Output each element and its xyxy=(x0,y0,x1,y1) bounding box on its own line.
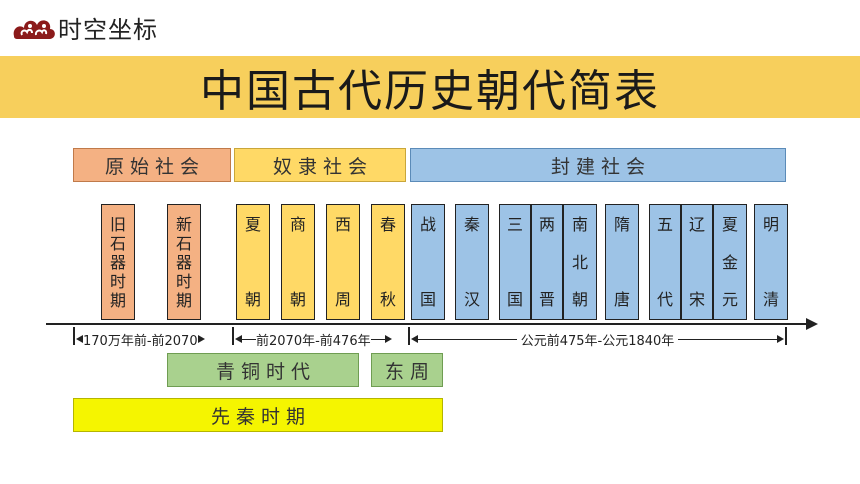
era-feudal-society: 封 建 社 会 xyxy=(410,148,786,182)
period-char: 南 xyxy=(571,215,588,234)
arrow-left-icon xyxy=(76,335,83,343)
period-neolithic: 新 石 器 时 期 xyxy=(167,204,201,320)
timeline-tick xyxy=(785,327,787,345)
range-label: 前2070年-前476年 xyxy=(256,333,371,349)
period-char: 晋 xyxy=(538,290,555,309)
period-char: 三 xyxy=(506,215,523,234)
period-xia: 夏 朝 xyxy=(236,204,270,320)
arrow-left-icon xyxy=(235,335,242,343)
period-liao-song: 辽 宋 xyxy=(681,204,713,320)
arrow-right-icon xyxy=(197,335,205,343)
range-line xyxy=(370,338,385,340)
period-char: 石 xyxy=(175,233,192,253)
period-char: 时 xyxy=(175,271,192,291)
timeline-arrow-icon xyxy=(806,318,818,330)
period-char: 国 xyxy=(419,290,436,309)
arrow-left-icon xyxy=(411,335,418,343)
period-char: 夏 xyxy=(244,215,261,234)
period-char: 期 xyxy=(109,290,126,310)
timeline-axis xyxy=(46,323,808,325)
period-char: 商 xyxy=(289,215,306,234)
title-banner: 中国古代历史朝代简表 xyxy=(0,56,860,118)
period-char: 石 xyxy=(109,233,126,253)
period-char: 国 xyxy=(506,290,523,309)
period-northern-southern: 南 北 朝 xyxy=(563,204,597,320)
era-primitive-society: 原 始 社 会 xyxy=(73,148,231,182)
period-paleolithic: 旧 石 器 时 期 xyxy=(101,204,135,320)
period-char: 朝 xyxy=(571,290,588,309)
range-line xyxy=(418,338,517,340)
period-char: 代 xyxy=(656,290,673,309)
pre-qin-bar: 先 秦 时 期 xyxy=(73,398,443,432)
cloud-scroll-icon xyxy=(10,8,58,48)
period-char: 旧 xyxy=(109,214,126,234)
period-char: 汉 xyxy=(463,290,480,309)
eastern-zhou-bar: 东 周 xyxy=(371,353,443,387)
range-feudal: 公元前475年-公元1840年 xyxy=(411,329,784,349)
period-sui-tang: 隋 唐 xyxy=(605,204,639,320)
page-title: 中国古代历史朝代简表 xyxy=(200,66,660,117)
range-label: 170万年前-前2070 xyxy=(83,333,198,349)
timeline-tick xyxy=(73,327,75,345)
period-char: 西 xyxy=(334,215,351,234)
bronze-age-bar: 青 铜 时 代 xyxy=(167,353,359,387)
period-char: 隋 xyxy=(613,215,630,234)
range-label: 公元前475年-公元1840年 xyxy=(520,333,675,349)
period-char: 唐 xyxy=(613,290,630,309)
period-char: 器 xyxy=(109,252,126,272)
period-char: 两 xyxy=(538,215,555,234)
range-primitive: 170万年前-前2070 xyxy=(76,329,230,349)
period-char: 春 xyxy=(379,215,396,234)
period-char: 清 xyxy=(762,290,779,309)
period-char: 器 xyxy=(175,252,192,272)
period-char: 宋 xyxy=(688,290,705,309)
period-five-dynasties: 五 代 xyxy=(649,204,681,320)
period-char: 朝 xyxy=(289,290,306,309)
period-three-kingdoms: 三 国 xyxy=(499,204,531,320)
period-shang: 商 朝 xyxy=(281,204,315,320)
timeline-tick xyxy=(408,327,410,345)
period-char: 秦 xyxy=(463,215,480,234)
range-line xyxy=(678,338,777,340)
period-spring-autumn: 春 秋 xyxy=(371,204,405,320)
period-char: 明 xyxy=(762,215,779,234)
period-char: 周 xyxy=(334,290,351,309)
period-qin-han: 秦 汉 xyxy=(455,204,489,320)
range-slavery: 前2070年-前476年 xyxy=(235,329,406,349)
arrow-right-icon xyxy=(777,335,784,343)
period-char: 战 xyxy=(419,215,436,234)
period-warring-states: 战 国 xyxy=(411,204,445,320)
period-char: 金 xyxy=(721,252,738,272)
period-two-jin: 两 晋 xyxy=(531,204,563,320)
arrow-right-icon xyxy=(384,335,392,343)
period-char: 秋 xyxy=(379,290,396,309)
range-line xyxy=(242,338,256,340)
period-char: 元 xyxy=(721,290,738,309)
header-label: 时空坐标 xyxy=(58,16,158,44)
period-char: 夏 xyxy=(721,215,738,234)
period-char: 新 xyxy=(175,214,192,234)
period-char: 五 xyxy=(656,215,673,234)
period-xia-jin-yuan: 夏 金 元 xyxy=(713,204,747,320)
period-char: 期 xyxy=(175,290,192,310)
period-char: 北 xyxy=(571,252,588,272)
period-char: 辽 xyxy=(688,215,705,234)
period-char: 朝 xyxy=(244,290,261,309)
era-slavery-society: 奴 隶 社 会 xyxy=(234,148,406,182)
period-char: 时 xyxy=(109,271,126,291)
period-western-zhou: 西 周 xyxy=(326,204,360,320)
timeline-tick xyxy=(232,327,234,345)
period-ming-qing: 明 清 xyxy=(754,204,788,320)
